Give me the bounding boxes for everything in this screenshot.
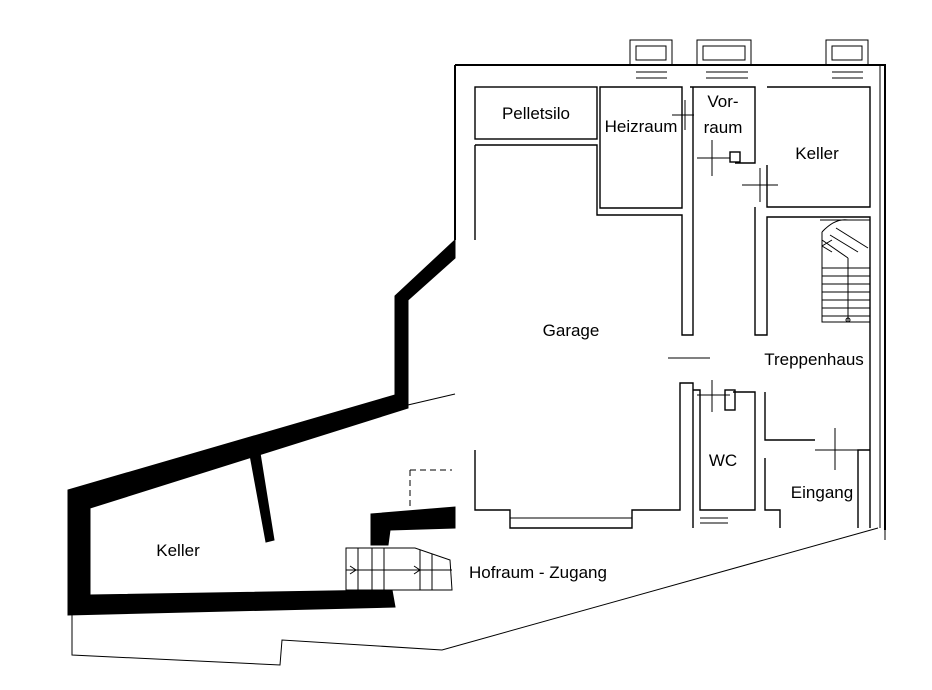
label-keller-west: Keller — [156, 541, 200, 560]
window-heizraum — [629, 39, 673, 79]
label-heizraum: Heizraum — [605, 117, 678, 136]
window-keller-north — [825, 39, 869, 79]
label-vorraum-line1: Vor- — [707, 92, 738, 111]
label-hofraum-zugang: Hofraum - Zugang — [469, 563, 607, 582]
hofraum-stairs — [345, 547, 453, 591]
vorraum-room — [690, 86, 756, 176]
label-keller-north: Keller — [795, 144, 839, 163]
label-eingang: Eingang — [791, 483, 853, 502]
pelletsilo-room — [474, 86, 598, 140]
garage-room — [474, 87, 710, 529]
dashed-outline — [409, 469, 452, 508]
keller-north-room — [742, 86, 871, 208]
label-pelletsilo: Pelletsilo — [502, 104, 570, 123]
window-vorraum — [696, 39, 752, 79]
eingang-room — [815, 428, 870, 528]
label-vorraum-line2: raum — [704, 118, 743, 137]
wc-room — [693, 380, 815, 528]
label-wc: WC — [709, 451, 737, 470]
label-garage: Garage — [543, 321, 600, 340]
staircase — [821, 219, 870, 323]
label-treppenhaus: Treppenhaus — [764, 350, 864, 369]
heizraum-room — [599, 86, 694, 209]
keller-west-room — [67, 238, 456, 616]
